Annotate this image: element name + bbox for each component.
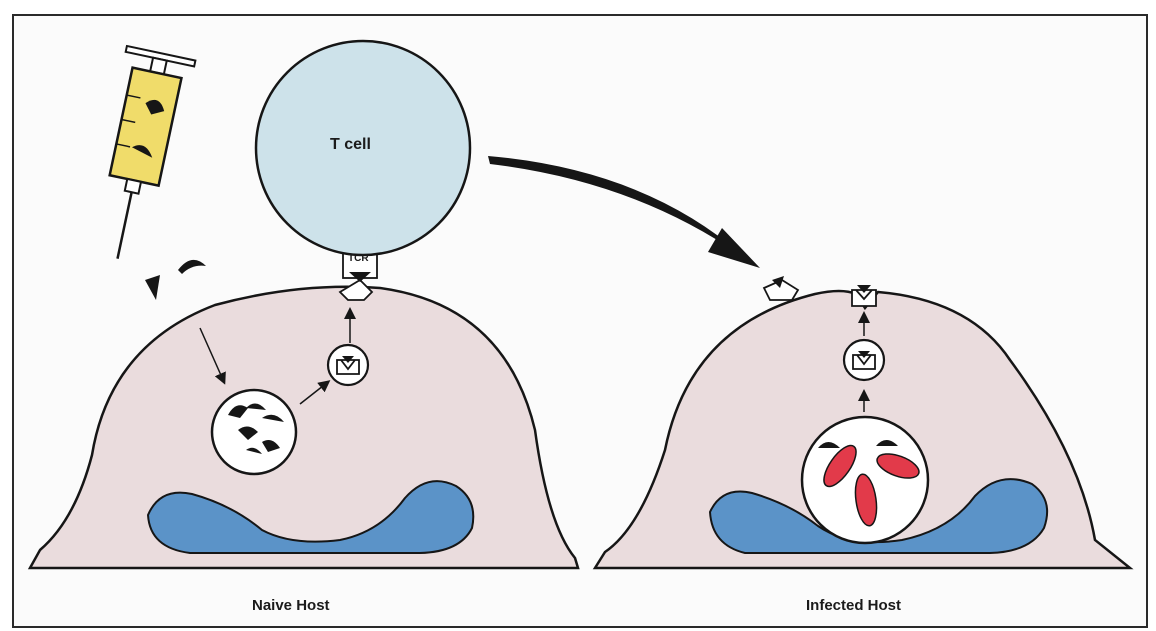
naive-host-cell	[30, 287, 578, 568]
naive-host-label: Naive Host	[252, 597, 330, 614]
infected-surface-peptide-1	[857, 285, 871, 293]
tcr-label: TCR	[348, 253, 369, 264]
naive-mhc-vesicle	[328, 345, 368, 385]
injected-antigen	[178, 260, 206, 274]
injected-antigen	[145, 275, 160, 300]
recognition-arrowhead	[708, 228, 760, 268]
infected-host-label: Infected Host	[806, 597, 901, 614]
t-cell-label: T cell	[330, 136, 371, 154]
naive-surface-mhc	[340, 280, 372, 300]
syringe	[83, 46, 195, 266]
infected-mhc-vesicle	[844, 340, 884, 380]
recognition-arrow	[488, 156, 750, 262]
